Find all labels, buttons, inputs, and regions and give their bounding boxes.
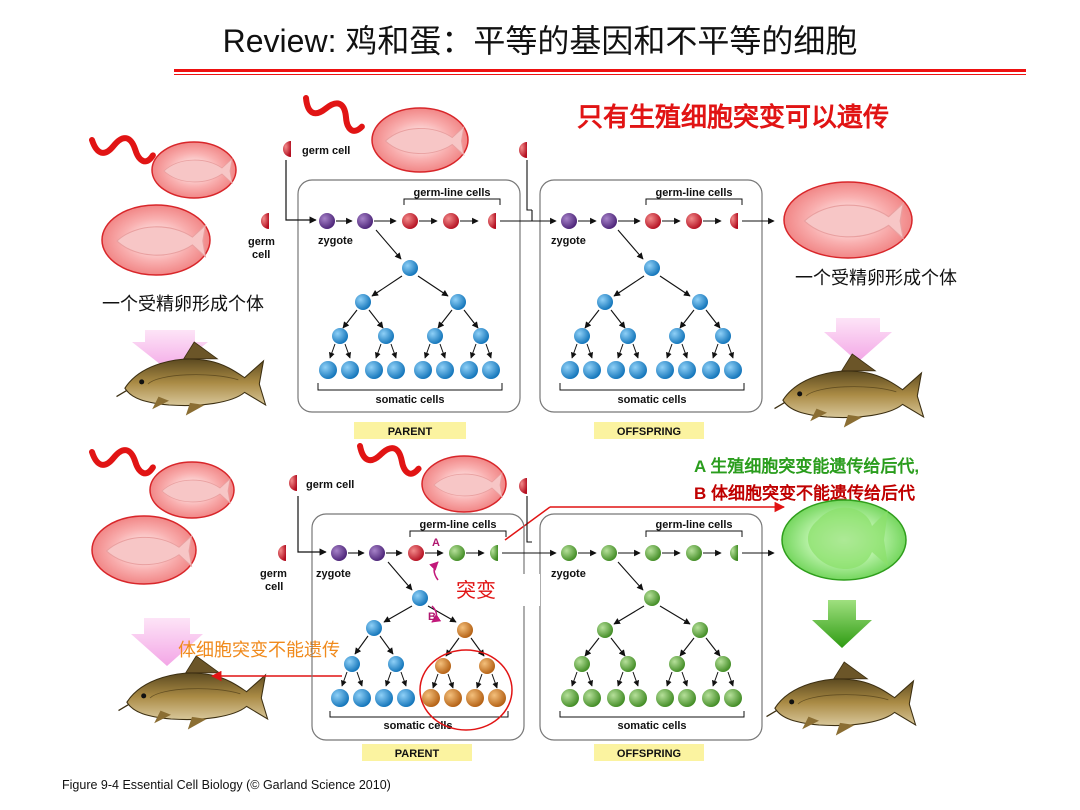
figure-caption: Figure 9-4 Essential Cell Biology (© Gar… bbox=[62, 778, 391, 792]
highlight-somatic-mutant bbox=[419, 649, 513, 731]
arrow-down-pink-left-bottom bbox=[131, 618, 203, 666]
label-germ-cell-bottom: germ cell bbox=[306, 479, 354, 491]
somatic-tree-offspring-top bbox=[559, 229, 745, 391]
label-zygote-parent-top: zygote bbox=[318, 235, 353, 247]
cell-somatic-mutant bbox=[457, 622, 473, 638]
note-mutation: 突变 bbox=[456, 579, 496, 602]
title-prefix: Review: bbox=[222, 23, 337, 59]
germ-cell-half-top-right bbox=[519, 142, 527, 158]
fish-adult-right-top bbox=[773, 353, 925, 429]
label-germ-cell-top: germ cell bbox=[302, 145, 350, 157]
label-zygote-parent-bottom: zygote bbox=[316, 568, 351, 580]
label-somatic-offspring-top: somatic cells bbox=[617, 394, 686, 406]
box-parent-top bbox=[297, 179, 521, 413]
note-somatic-not-heritable: 体细胞突变不能遗传 bbox=[178, 640, 340, 660]
label-parent-top: PARENT bbox=[388, 426, 433, 438]
cell-germline-parent-top bbox=[402, 213, 418, 229]
cell-germline-mutant bbox=[449, 545, 465, 561]
title-main: 鸡和蛋：平等的基因和不平等的细胞 bbox=[345, 22, 858, 60]
badge-parent-bottom bbox=[362, 744, 472, 761]
label-mutation-A: A bbox=[432, 537, 440, 549]
cell-germline-parent-top bbox=[443, 213, 459, 229]
label-germ-top: germ bbox=[248, 236, 275, 248]
cell-early-parent-top bbox=[357, 213, 373, 229]
badge-offspring-top bbox=[594, 422, 704, 439]
badge-parent-top bbox=[354, 422, 466, 439]
label-germ-bottom: germ bbox=[260, 568, 287, 580]
label-cell-top: cell bbox=[252, 249, 270, 261]
badge-offspring-bottom bbox=[594, 744, 704, 761]
note-somatic-mutation-not-inherited: B 体细胞突变不能遗传给后代 bbox=[694, 483, 915, 503]
sperm-egg-center-bottom bbox=[357, 441, 507, 513]
note-zygote-forms-individual-left: 一个受精卵形成个体 bbox=[102, 294, 264, 314]
germ-cell-half-bottom-left bbox=[289, 475, 297, 491]
label-germline-offspring-bottom: germ-line cells bbox=[655, 519, 732, 531]
arrow-mutation-A bbox=[429, 561, 439, 581]
label-cell-bottom: cell bbox=[265, 581, 283, 593]
label-parent-bottom: PARENT bbox=[395, 748, 440, 760]
note-zygote-forms-individual-right: 一个受精卵形成个体 bbox=[795, 268, 957, 288]
somatic-tree-parent-bottom bbox=[329, 561, 509, 718]
germ-cell-half-top-left bbox=[283, 141, 291, 157]
label-offspring-top: OFFSPRING bbox=[617, 426, 681, 438]
label-zygote-offspring-top: zygote bbox=[551, 235, 586, 247]
label-zygote-offspring-bottom: zygote bbox=[551, 568, 586, 580]
heading-only-germline-heritable: 只有生殖细胞突变可以遗传 bbox=[577, 102, 889, 132]
cell-zygote-parent-top bbox=[319, 213, 335, 229]
label-mutation-B: B bbox=[428, 611, 436, 623]
label-germline-offspring-top: germ-line cells bbox=[655, 187, 732, 199]
somatic-tree-offspring-bottom bbox=[559, 561, 745, 718]
label-somatic-offspring-bottom: somatic cells bbox=[617, 720, 686, 732]
sperm-egg-center-top bbox=[301, 93, 469, 173]
fish-in-egg-offspring-bottom bbox=[807, 507, 888, 569]
title-underline-thin bbox=[174, 74, 1026, 75]
arrow-down-green bbox=[812, 600, 872, 648]
arrow-down-pink-left-top bbox=[132, 330, 208, 372]
fish-adult-left-top bbox=[115, 341, 267, 417]
cell-zygote-offspring-top bbox=[561, 213, 577, 229]
bracket-germline-parent-top bbox=[403, 198, 501, 205]
fish-adult-left-bottom bbox=[117, 655, 269, 731]
label-offspring-bottom: OFFSPRING bbox=[617, 748, 681, 760]
slide-title: Review: 鸡和蛋：平等的基因和不平等的细胞 bbox=[0, 16, 1080, 62]
label-germline-parent-bottom: germ-line cells bbox=[419, 519, 496, 531]
box-offspring-bottom bbox=[539, 513, 763, 741]
bracket-germline-offspring-top bbox=[645, 198, 743, 205]
label-germline-parent-top: germ-line cells bbox=[413, 187, 490, 199]
box-offspring-top bbox=[539, 179, 763, 413]
note-germline-mutation-inherited: A 生殖细胞突变能遗传给后代, bbox=[694, 456, 919, 476]
arrow-mutation-B bbox=[431, 605, 442, 623]
label-somatic-parent-top: somatic cells bbox=[375, 394, 444, 406]
arrow-germ-to-zygote-top bbox=[285, 160, 317, 224]
arrow-down-pink-right-top bbox=[824, 318, 892, 362]
fish-adult-right-bottom bbox=[765, 661, 917, 737]
sperm-egg-left-bottom bbox=[91, 447, 235, 585]
label-somatic-parent-bottom: somatic cells bbox=[383, 720, 452, 732]
sperm-egg-left-top bbox=[91, 135, 237, 276]
box-parent-bottom bbox=[311, 513, 525, 741]
somatic-tree-parent-top bbox=[317, 229, 503, 391]
cell-germline-before-mutation bbox=[408, 545, 424, 561]
cell-germline-half-parent-top bbox=[488, 213, 496, 229]
germ-cell-half-left-top bbox=[261, 213, 269, 229]
title-underline bbox=[174, 69, 1026, 72]
